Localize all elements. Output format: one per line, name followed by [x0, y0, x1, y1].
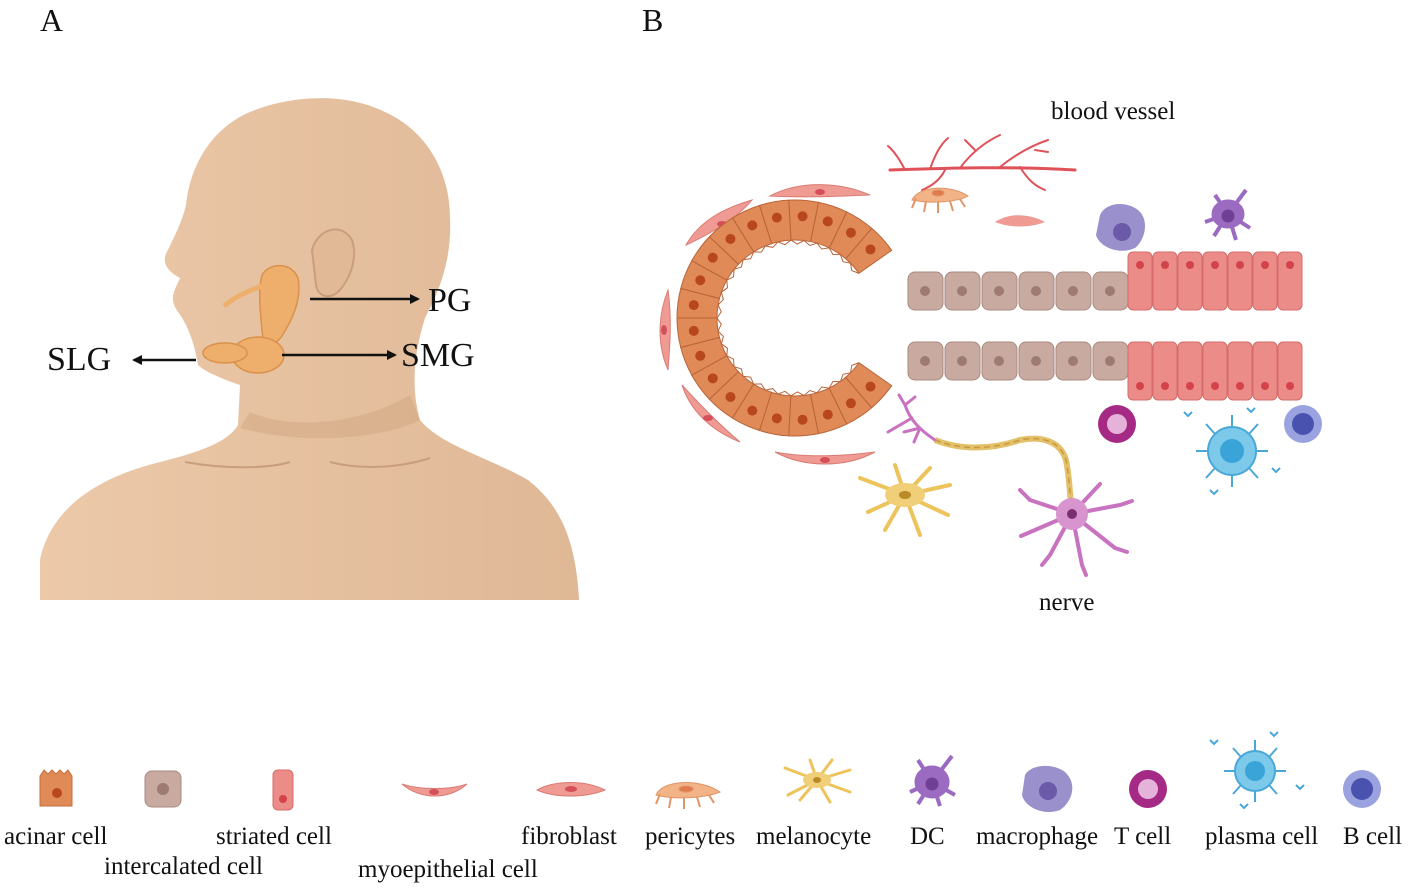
striated-cell [1177, 251, 1203, 311]
legend-melanocyte-icon [783, 758, 852, 804]
legend-plasma-label: plasma cell [1205, 823, 1319, 850]
melanocyte-tissue [858, 463, 952, 537]
acinar-nucleus [725, 234, 736, 245]
ear [310, 228, 356, 298]
legend-macrophage-icon [1022, 765, 1073, 813]
head-silhouette [40, 98, 579, 601]
blood-vessel [887, 134, 1077, 191]
acinar-nucleus [688, 300, 699, 311]
acinar-nucleus [707, 373, 718, 384]
legend-t-cell-label: T cell [1114, 823, 1172, 850]
acinar-nucleus [797, 211, 808, 222]
legend-striated-label: striated cell [216, 823, 332, 850]
legend-striated-icon [272, 769, 294, 811]
legend-dc-icon [909, 754, 956, 807]
smg-label: SMG [401, 337, 475, 374]
legend-b-cell-label: B cell [1343, 823, 1403, 850]
striated-cell [1252, 341, 1278, 401]
legend-melanocyte-label: melanocyte [756, 823, 872, 850]
legend-pericyte-icon [655, 782, 722, 809]
legend-dc-label: DC [910, 823, 945, 850]
plasma-cell-tissue [1183, 407, 1281, 496]
legend-pericytes-label: pericytes [645, 823, 736, 850]
acinar-nucleus [822, 216, 833, 227]
striated-cell [1177, 341, 1203, 401]
legend-intercalated-label: intercalated cell [104, 853, 263, 880]
collar-line [184, 457, 431, 469]
acinar-nucleus [695, 275, 706, 286]
t-cell-tissue [1098, 405, 1136, 443]
legend-icons [39, 731, 1381, 813]
slg-label: SLG [47, 341, 112, 378]
pg-label: PG [428, 282, 472, 319]
acinar-nucleus [865, 381, 876, 392]
acinar-nucleus [865, 244, 876, 255]
nerve-endings [886, 393, 937, 444]
legend-b-cell-icon [1343, 770, 1381, 808]
legend-acinar-label: acinar cell [4, 823, 108, 850]
striated-cell [1202, 251, 1228, 311]
acinar-nucleus [725, 391, 736, 402]
sublingual-gland [202, 342, 248, 364]
acinar-nucleus [695, 350, 706, 361]
striated-cell [1152, 251, 1178, 311]
neuron [1018, 482, 1134, 577]
legend-myoepithelial-icon [401, 783, 468, 797]
legend-acinar-icon [39, 769, 73, 807]
acinar-nucleus [822, 409, 833, 420]
fibroblast-tissue [995, 215, 1045, 227]
ducts [907, 251, 1303, 401]
striated-cell [1127, 251, 1153, 311]
striated-cell [1277, 341, 1303, 401]
neck-shadow [240, 395, 420, 439]
acinar-nucleus [797, 414, 808, 425]
striated-cell [1227, 341, 1253, 401]
pericyte-tissue [911, 187, 969, 213]
legend-fibroblast-label: fibroblast [521, 823, 617, 850]
legend-myoepithelial-label: myoepithelial cell [358, 856, 538, 883]
legend-t-cell-icon [1129, 770, 1167, 808]
nerve-label: nerve [1039, 589, 1095, 616]
acinar-nucleus [845, 227, 856, 238]
tissue-illustration [659, 134, 1322, 577]
striated-cell [1127, 341, 1153, 401]
striated-cell [1252, 251, 1278, 311]
striated-cell [1227, 251, 1253, 311]
b-cell-tissue [1284, 405, 1322, 443]
macrophage-tissue [1096, 203, 1146, 251]
legend-macrophage-label: macrophage [976, 823, 1099, 850]
acinar-nucleus [771, 413, 782, 424]
striated-cell [1202, 341, 1228, 401]
legend-intercalated-icon [144, 770, 182, 808]
acinar-nucleus [747, 405, 758, 416]
acinar-nucleus [771, 212, 782, 223]
acinus [676, 199, 893, 437]
blood-vessel-label: blood vessel [1051, 98, 1176, 125]
striated-cell [1152, 341, 1178, 401]
panel-label-b: B [642, 2, 664, 38]
legend-fibroblast-icon [535, 782, 607, 797]
head-illustration [40, 98, 579, 601]
striated-cell [1277, 251, 1303, 311]
parotid-gland [258, 264, 300, 345]
acinar-nucleus [845, 398, 856, 409]
legend-plasma-icon [1209, 731, 1305, 810]
panel-label-a: A [40, 2, 64, 38]
nerve-axon [933, 435, 1075, 513]
acinar-nucleus [688, 325, 699, 336]
acinar-nucleus [747, 220, 758, 231]
acinar-nucleus [707, 252, 718, 263]
parotid-duct [222, 282, 266, 308]
dc-tissue [1204, 188, 1252, 241]
